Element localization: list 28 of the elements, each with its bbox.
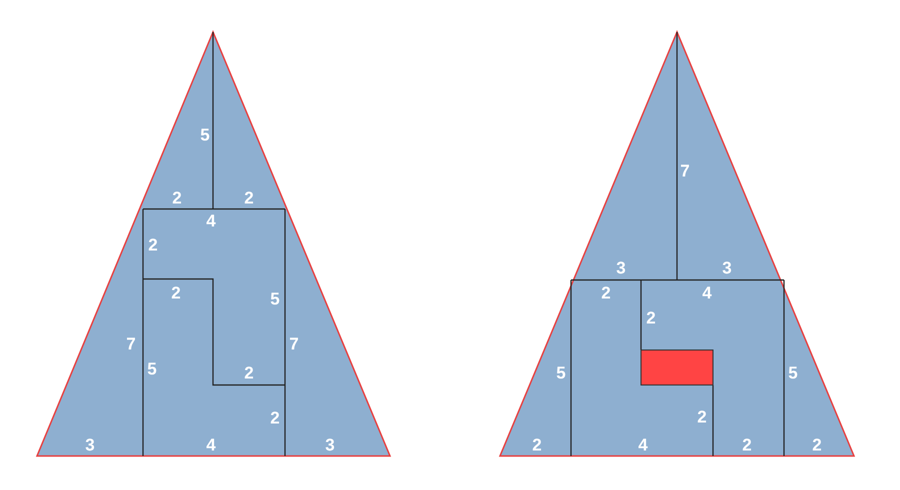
dimension-label: 2 [270, 410, 280, 426]
dimension-label: 2 [697, 408, 707, 426]
dimension-label: 2 [244, 190, 254, 206]
dimension-label: 2 [532, 436, 542, 454]
dimension-label: 7 [289, 336, 299, 352]
dimension-label: 7 [680, 162, 690, 180]
dimension-label: 4 [638, 436, 648, 454]
dimension-label: 5 [270, 290, 280, 308]
dimension-label: 3 [85, 436, 95, 454]
dimension-label: 3 [325, 436, 335, 454]
dimension-label: 3 [616, 260, 626, 276]
dimension-label: 5 [556, 364, 566, 382]
dimension-label: 5 [147, 360, 157, 378]
dimension-label: 5 [788, 364, 798, 382]
dimension-label: 3 [722, 260, 732, 276]
dimension-label: 2 [171, 284, 181, 302]
dimension-label: 2 [646, 310, 656, 326]
dimension-label: 2 [172, 190, 182, 206]
dimension-label: 2 [148, 236, 158, 254]
dimension-label: 2 [244, 364, 254, 382]
dimension-label: 2 [601, 284, 611, 302]
dimension-label: 4 [702, 284, 712, 302]
dimension-label: 4 [206, 212, 216, 230]
dimension-label: 4 [206, 436, 216, 454]
dimension-label: 7 [126, 336, 136, 352]
dimension-label: 2 [812, 436, 822, 454]
dimension-label: 2 [742, 436, 752, 454]
dimension-label: 5 [200, 126, 210, 144]
